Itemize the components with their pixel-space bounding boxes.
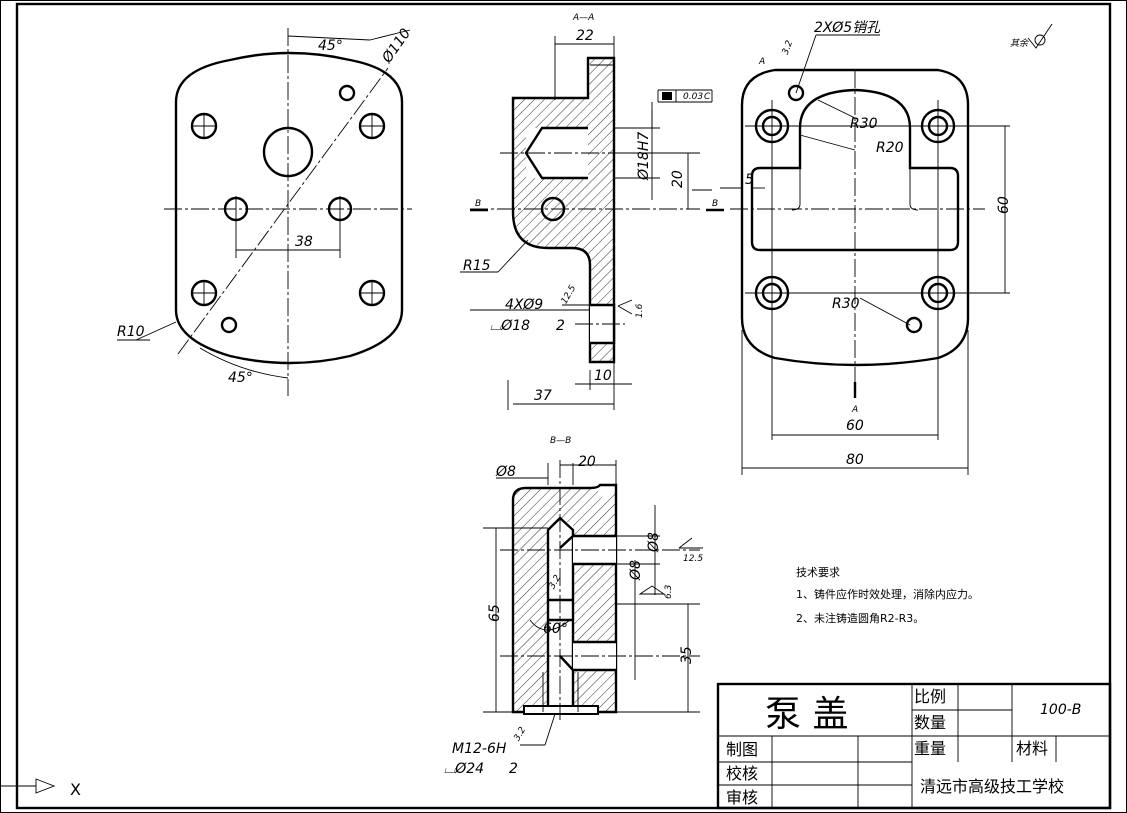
plane-b-right: B xyxy=(712,199,718,209)
checked-label: 校核 xyxy=(726,764,758,783)
notes-line-1: 1、铸件应作时效处理，消除内应力。 xyxy=(796,587,979,601)
section-aa-view: A—A xyxy=(460,13,724,410)
plane-b-left: B xyxy=(475,199,481,209)
r20-label: R20 xyxy=(876,140,904,156)
dia-8-a-label: Ø8 xyxy=(495,464,516,480)
drafted-label: 制图 xyxy=(726,740,758,759)
dim-65-label: 65 xyxy=(487,604,503,622)
dim-20-label: 20 xyxy=(670,170,686,188)
dim-5-label: 5 xyxy=(745,172,754,188)
dim-22-label: 22 xyxy=(576,28,594,44)
angle-bottom-label: 45° xyxy=(228,370,253,386)
roughness-other-symbol: 其余 xyxy=(1010,23,1053,49)
dim-80-label: 80 xyxy=(846,452,864,468)
tolerance-datum: C xyxy=(704,92,711,102)
quantity-label: 数量 xyxy=(914,713,946,732)
roughness-3-2-c: 3.2 xyxy=(512,725,528,743)
r30-bottom-label: R30 xyxy=(832,296,860,312)
school-name: 清远市高级技工学校 xyxy=(920,777,1064,796)
title-block: 泵 盖 比例 数量 重量 材料 100-B 制图 校核 审核 清远市高级技工学校 xyxy=(716,682,1112,810)
section-bb-view: B—B Ø8 20 Ø8 xyxy=(444,436,703,777)
dim-38-label: 38 xyxy=(295,234,313,250)
dowel-label: 2XØ5销孔 xyxy=(814,20,881,36)
dia-8-c-label: Ø8 xyxy=(628,560,644,581)
plane-a-top: A xyxy=(758,57,765,67)
roughness-other-label: 其余 xyxy=(1010,38,1029,49)
drawing-number: 100-B xyxy=(1040,702,1081,718)
roughness-12-5-a: 12.5 xyxy=(560,283,579,306)
r30-top-label: R30 xyxy=(850,116,878,132)
dim-20-b-label: 20 xyxy=(578,454,596,470)
scale-label: 比例 xyxy=(914,687,946,706)
depth-2b-label: 2 xyxy=(509,761,518,777)
plane-a-bottom: A xyxy=(851,405,858,415)
tolerance-value: 0.03 xyxy=(683,92,703,102)
material-label: 材料 xyxy=(1016,739,1048,758)
section-aa-title: A—A xyxy=(572,13,594,23)
technical-notes: 技术要求 1、铸件应作时效处理，消除内应力。 2、未注铸造圆角R2-R3。 xyxy=(796,566,979,625)
roughness-1-6: 1.6 xyxy=(635,303,645,318)
dim-60-vertical-label: 60 xyxy=(996,196,1012,214)
front-view: 45° Ø110 38 R10 45° xyxy=(117,26,414,396)
approved-label: 审核 xyxy=(726,788,758,807)
roughness-3-2-a: 3.2 xyxy=(781,39,795,56)
angle-top-label: 45° xyxy=(318,38,343,54)
dia-110-label: Ø110 xyxy=(379,26,414,67)
axis-x-label: X xyxy=(70,780,81,799)
cbore-18-label: ⌴Ø18 xyxy=(490,318,530,334)
cbore-24-label: ⌴Ø24 xyxy=(444,761,484,777)
dia-18h7-label: Ø18H7 xyxy=(636,132,652,181)
notes-line-2: 2、未注铸造圆角R2-R3。 xyxy=(796,611,924,625)
roughness-6-3: 6.3 xyxy=(664,584,674,599)
section-bb-title: B—B xyxy=(550,436,571,446)
r10-label: R10 xyxy=(117,324,145,340)
part-name: 泵 盖 xyxy=(765,694,848,735)
dim-10-label: 10 xyxy=(594,368,612,384)
angle-60-label: 60° xyxy=(543,621,568,637)
weight-label: 重量 xyxy=(914,739,946,758)
side-view: 2XØ5销孔 R30 R20 5 60 R30 60 80 3.2 A A xyxy=(720,20,1012,475)
drawing-border xyxy=(15,2,1112,810)
notes-heading: 技术要求 xyxy=(796,566,840,579)
dim-37-label: 37 xyxy=(534,388,552,404)
dia-8-b-label: Ø8 xyxy=(646,532,662,553)
thread-label: M12-6H xyxy=(452,741,507,757)
roughness-12-5-b: 12.5 xyxy=(683,554,703,564)
r15-label: R15 xyxy=(463,258,491,274)
depth-2-label: 2 xyxy=(556,318,565,334)
dim-35-label: 35 xyxy=(679,646,695,664)
holes-4x9-label: 4XØ9 xyxy=(505,297,543,313)
dim-60-horizontal-label: 60 xyxy=(846,418,864,434)
axis-marker: X xyxy=(0,778,81,799)
